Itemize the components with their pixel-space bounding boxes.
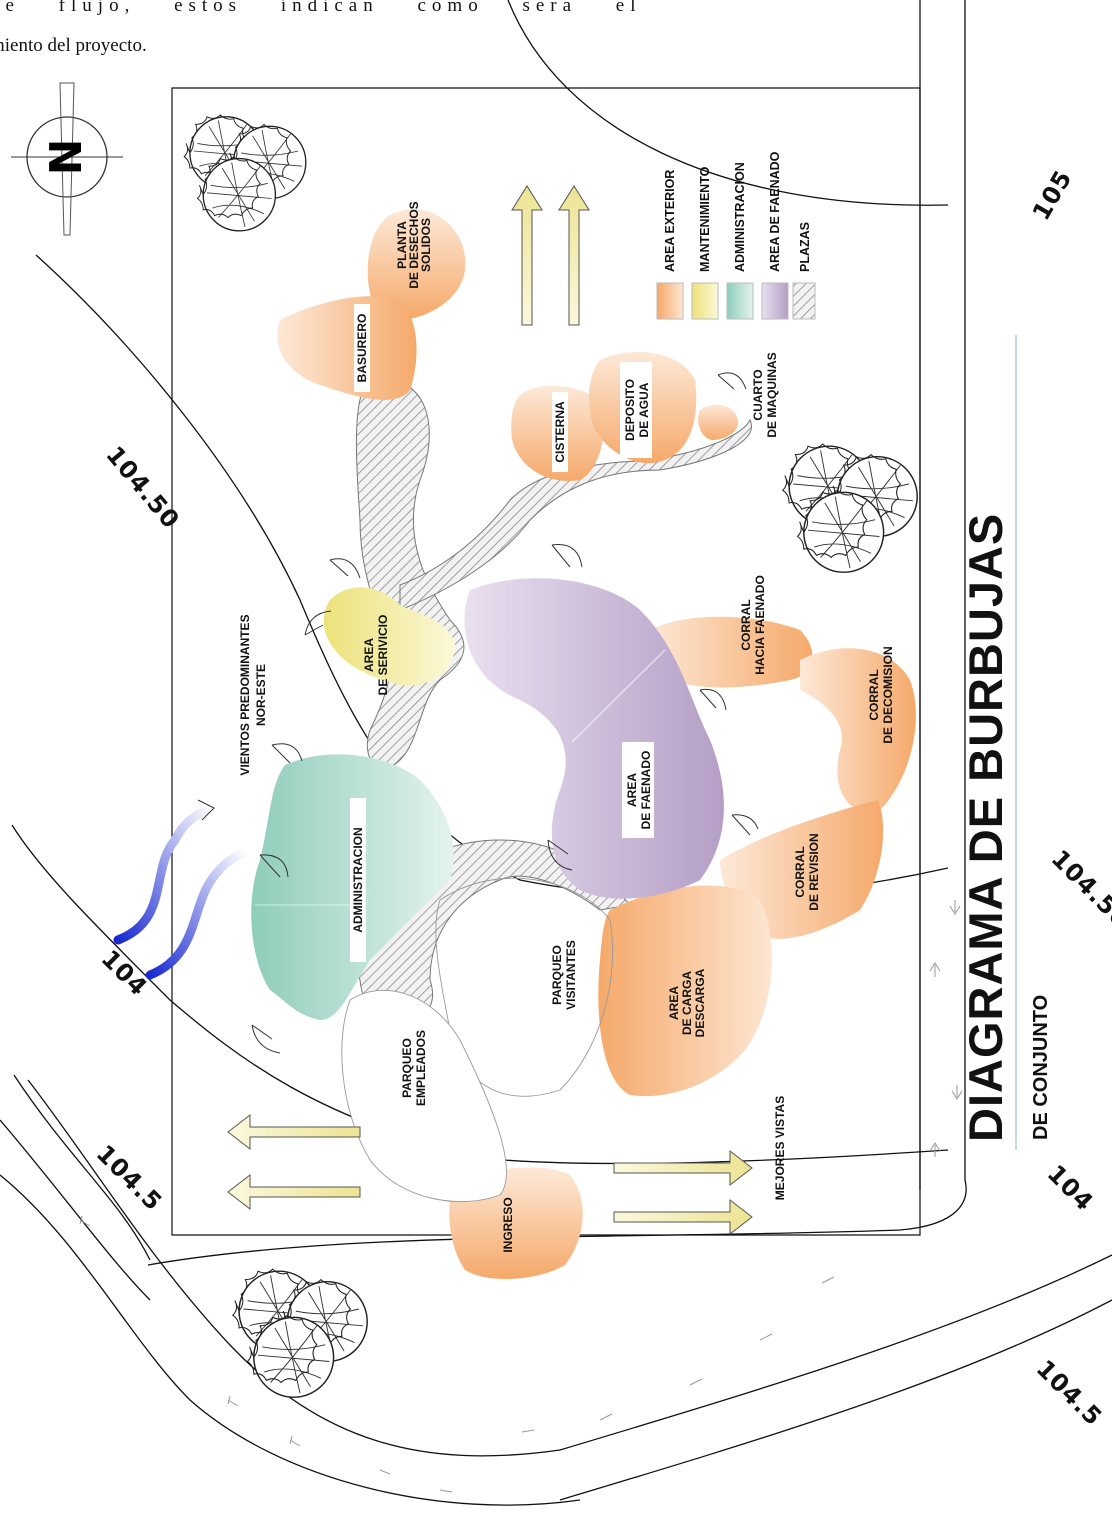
- bubble-basurero: [277, 296, 417, 400]
- bubble-faenado: [464, 578, 724, 899]
- bubble-corral-decomision: [800, 648, 916, 812]
- area-labels: PLANTA DE DESECHOS SOLIDOS BASURERO CIST…: [238, 201, 895, 1252]
- door-arcs: [251, 372, 759, 1054]
- legend-swatch-administracion: [726, 282, 754, 320]
- label-parqueo-visitantes-2: VISITANTES: [564, 940, 578, 1010]
- label-carga-2: DE CARGA: [680, 971, 694, 1035]
- legend-label-plazas: PLAZAS: [798, 222, 812, 272]
- label-faenado-2: DE FAENADO: [639, 751, 653, 830]
- tree-cluster-right: [783, 444, 917, 572]
- label-ingreso: INGRESO: [501, 1197, 515, 1252]
- label-servicio-2: DE SERIVICIO: [376, 615, 390, 696]
- label-deposito-1: DEPOSITO: [623, 379, 637, 441]
- legend-swatch-faenado: [761, 282, 789, 320]
- label-carga-3: DESCARGA: [693, 968, 707, 1037]
- label-carga-1: AREA: [667, 986, 681, 1020]
- legend-label-administracion: ADMINISTRACION: [733, 162, 747, 272]
- label-corral-faenado-1: CORRAL: [739, 599, 753, 650]
- bubble-planta: [367, 209, 466, 320]
- label-corral-revision-1: CORRAL: [793, 846, 807, 897]
- label-basurero: BASURERO: [355, 314, 369, 383]
- label-corral-revision-2: DE REVISION: [807, 833, 821, 910]
- contour-label-104-left: 104: [96, 944, 153, 1001]
- legend-label-faenado: AREA DE FAENADO: [768, 151, 782, 272]
- tree-cluster-bottom: [233, 1269, 367, 1397]
- contour-label-104-50-right: 104.50: [1046, 844, 1112, 934]
- label-parqueo-empleados-1: PARQUEO: [400, 1038, 414, 1098]
- diagram-subtitle: DE CONJUNTO: [1030, 995, 1052, 1140]
- label-planta-1: PLANTA: [395, 221, 409, 269]
- contour-label-105: 105: [1027, 165, 1078, 225]
- bubble-servicio: [323, 587, 455, 686]
- legend: AREA EXTERIOR MANTENIMIENTO ADMINISTRACI…: [656, 151, 816, 320]
- label-deposito-2: DE AGUA: [637, 382, 651, 437]
- label-parqueo-empleados-2: EMPLEADOS: [414, 1030, 428, 1106]
- label-vientos-2: NOR-ESTE: [254, 664, 268, 726]
- label-servicio-1: AREA: [362, 638, 376, 672]
- bubbles-exterior: [277, 209, 916, 1280]
- label-planta-2: DE DESECHOS: [407, 201, 421, 288]
- bubble-cuarto: [698, 404, 739, 440]
- bubble-carga: [598, 885, 772, 1097]
- wind-arrows: [113, 799, 251, 980]
- contour-label-104-right: 104: [1042, 1159, 1099, 1216]
- label-corral-faenado-2: HACIA FAENADO: [753, 575, 767, 675]
- contour-label-104-5-left: 104.5: [91, 1139, 168, 1216]
- label-parqueo-visitantes-1: PARQUEO: [550, 945, 564, 1005]
- label-administracion: ADMINISTRACION: [351, 827, 365, 932]
- contour-label-104-5-right: 104.5: [1031, 1354, 1108, 1431]
- diagram-title: DIAGRAMA DE BURBUJAS: [959, 513, 1012, 1142]
- legend-label-mantenimiento: MANTENIMIENTO: [698, 166, 712, 272]
- view-arrows: [227, 185, 753, 1236]
- label-faenado-1: AREA: [625, 773, 639, 807]
- label-cuarto-2: DE MAQUINAS: [765, 352, 779, 437]
- road-arrows: [79, 900, 963, 1493]
- legend-swatch-plazas: [792, 282, 816, 320]
- label-corral-decomision-1: CORRAL: [867, 669, 881, 720]
- label-vientos-1: VIENTOS PREDOMINANTES: [238, 614, 252, 775]
- legend-label-exterior: AREA EXTERIOR: [663, 170, 677, 272]
- label-cuarto-1: CUARTO: [751, 369, 765, 420]
- north-letter: N: [41, 139, 92, 176]
- bubbles-parking: [341, 877, 613, 1203]
- tree-cluster-top: [184, 115, 306, 231]
- legend-swatch-exterior: [656, 282, 684, 320]
- legend-swatch-mantenimiento: [691, 282, 719, 320]
- label-corral-decomision-2: DE DECOMISION: [881, 646, 895, 743]
- intro-line-2: miento del proyecto.: [0, 35, 147, 56]
- north-compass: N: [11, 82, 123, 236]
- label-cisterna: CISTERNA: [553, 401, 567, 463]
- bubble-corral-faenado: [645, 616, 813, 688]
- label-planta-3: SOLIDOS: [419, 218, 433, 272]
- label-mejores-vistas: MEJORES VISTAS: [773, 1096, 787, 1200]
